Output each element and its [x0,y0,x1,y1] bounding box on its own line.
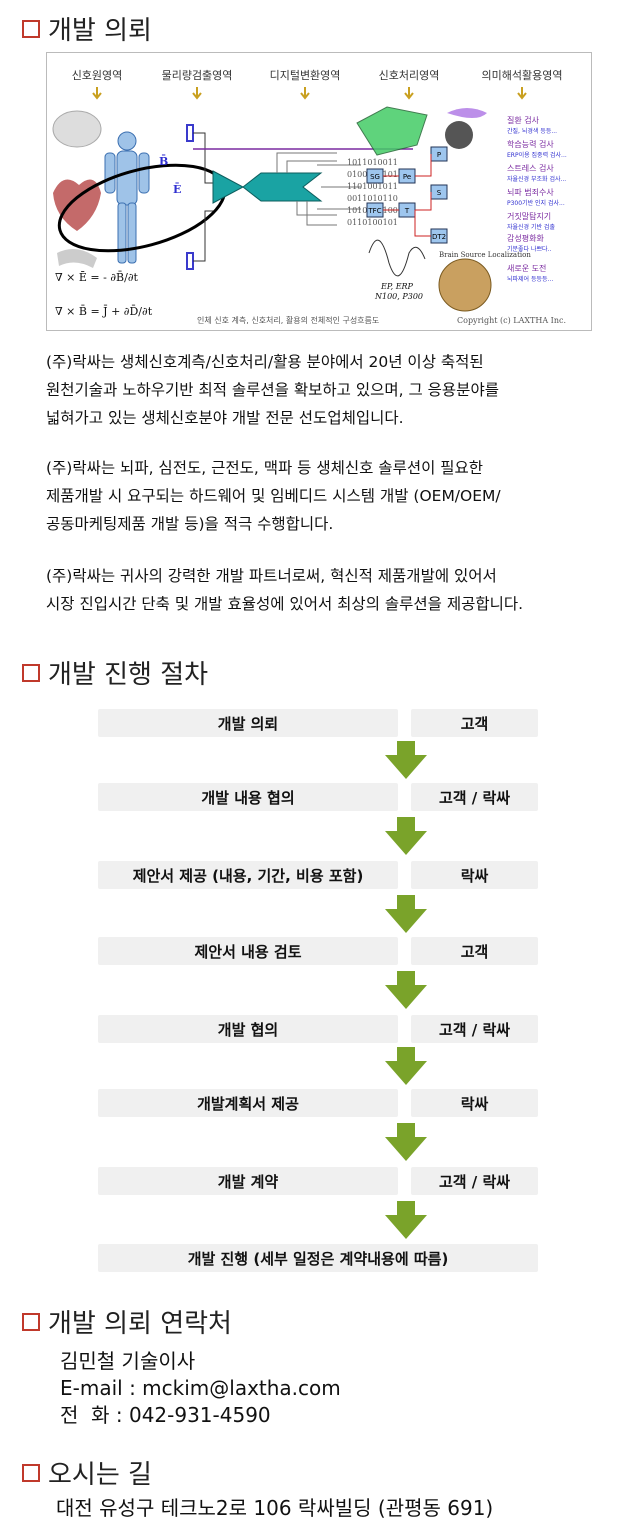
head-map-icon [445,121,473,149]
section-square-icon [22,663,40,682]
brain-source-label: Brain Source Localization [439,251,531,259]
app-title-2: 학습능력 검사 [507,139,554,149]
step-7-task: 개발 계약 [98,1167,398,1195]
block-pe: Pe [403,173,411,181]
equation-1: ∇ × Ē = - ∂B̄/∂t [55,271,139,284]
figure-header-5: 의미해석활용영역 [482,68,563,82]
step-7-owner: 고객 / 락싸 [411,1167,538,1195]
figure-header-1: 신호원영역 [72,69,123,82]
app-sub-6: 기분좋다 나쁘다.. [507,245,551,253]
block-sg: SG [370,173,380,181]
section-title-request: 개발 의뢰 [22,10,152,47]
sensor-brackets [186,124,194,270]
svg-text:1011010011: 1011010011 [347,158,398,167]
app-sub-4: P300기반 인지 검사... [507,199,565,207]
step-4-task: 제안서 내용 검토 [98,937,398,965]
intro-paragraph-3: (주)락싸는 귀사의 강력한 개발 파트너로써, 혁신적 제품개발에 있어서 시… [46,567,524,613]
signal-flow-figure: 신호원영역 물리량검출영역 디지털변환영역 신호처리영역 의미해석활용영역 [46,52,592,331]
adc-chip-icon [242,172,323,202]
application-list: 질환 검사 간질, 뇌경색 등등... 학습능력 검사 ERP이용 집중력 검사… [507,115,567,283]
app-title-7: 새로운 도전 [507,263,546,273]
step-3-task: 제안서 제공 (내용, 기간, 비용 포함) [98,861,398,889]
section-square-icon [22,1312,40,1331]
app-title-3: 스트레스 검사 [507,163,554,173]
step-4-owner: 고객 [411,937,538,965]
svg-text:1101001011: 1101001011 [347,182,398,191]
step-6-task: 개발계획서 제공 [98,1089,398,1117]
section-title-process: 개발 진행 절차 [22,654,208,691]
figure-header-2: 물리량검출영역 [162,69,233,82]
step-6-owner: 락싸 [411,1089,538,1117]
equation-2: ∇ × B̄ = J̄ + ∂D̄/∂t [55,305,153,318]
down-arrow-icon [385,817,427,855]
block-p: P [437,151,441,159]
figure-copyright: Copyright (c) LAXTHA Inc. [457,316,566,325]
e-label: Ē [173,183,181,196]
figure-header-3: 디지털변환영역 [270,69,341,82]
app-title-5: 거짓말탐지기 [507,211,551,221]
step-2-task: 개발 내용 협의 [98,783,398,811]
block-s: S [437,189,442,197]
intro-paragraph-2: (주)락싸는 뇌파, 심전도, 근전도, 맥파 등 생체신호 솔루션이 필요한 … [46,459,501,533]
block-t: T [404,207,410,215]
ep-label: EP, ERP [380,282,414,291]
contact-email: E-mail : mckim@laxtha.com [60,1376,341,1400]
figure-caption: 인체 신호 계측, 신호처리, 활용의 전체적인 구성흐름도 [197,315,379,325]
header-arrows [92,87,527,100]
heart-image-icon [53,179,101,231]
app-sub-1: 간질, 뇌경색 등등... [507,127,557,135]
app-title-6: 감성평화화 [507,233,544,243]
step-2-owner: 고객 / 락싸 [411,783,538,811]
svg-text:0110100101: 0110100101 [347,218,398,227]
step-3-owner: 락싸 [411,861,538,889]
section-square-icon [22,19,40,38]
app-sub-5: 자율신경 기반 검출 [507,223,555,231]
down-arrow-icon [385,1047,427,1085]
circuit-lines [276,152,361,226]
app-title-4: 뇌파 범죄수사 [507,187,554,197]
app-sub-3: 자율신경 부조화 검사... [507,175,566,183]
intro-paragraph-1: (주)락싸는 생체신호계측/신호처리/활용 분야에서 20년 이상 축적된 원천… [46,353,499,427]
down-arrow-icon [385,741,427,779]
figure-header-4: 신호처리영역 [379,69,440,82]
down-arrow-icon [385,1201,427,1239]
step-5-owner: 고객 / 락싸 [411,1015,538,1043]
processing-blocks: SG Pe P TFC T S DT2 [366,146,448,244]
app-sub-7: 뇌파제어 등등등... [507,275,553,283]
section-title-contact: 개발 의뢰 연락처 [22,1303,232,1340]
step-5-task: 개발 협의 [98,1015,398,1043]
step-1-task: 개발 의뢰 [98,709,398,737]
amplifier-icon [212,170,245,204]
app-sub-2: ERP이용 집중력 검사... [507,151,567,159]
n100-label: N100, P300 [374,292,423,301]
down-arrow-icon [385,1123,427,1161]
brain-image-icon [52,110,102,148]
down-arrow-icon [385,895,427,933]
step-8-task: 개발 진행 (세부 일정은 계약내용에 따름) [98,1244,538,1272]
app-title-1: 질환 검사 [507,115,540,125]
b-label: B̄ [159,154,168,168]
section-square-icon [22,1463,40,1482]
arm-image-icon [57,249,97,268]
erp-waveform-icon [368,239,426,277]
down-arrow-icon [385,971,427,1009]
step-1-owner: 고객 [411,709,538,737]
brain-localization-icon [438,258,492,312]
block-dt2: DT2 [432,233,446,241]
section-title-directions: 오시는 길 [22,1454,152,1491]
spectrum-plot-icon [447,108,487,118]
human-body-icon [104,131,150,264]
svg-text:0011010110: 0011010110 [347,194,398,203]
contact-phone: 전 화 : 042-931-4590 [60,1403,271,1427]
block-tfc: TFC [367,207,381,215]
address-text: 대전 유성구 테크노2로 106 락싸빌딩 (관평동 691) [56,1496,494,1520]
surface-plot-icon [356,106,428,156]
contact-name: 김민철 기술이사 [60,1349,196,1373]
